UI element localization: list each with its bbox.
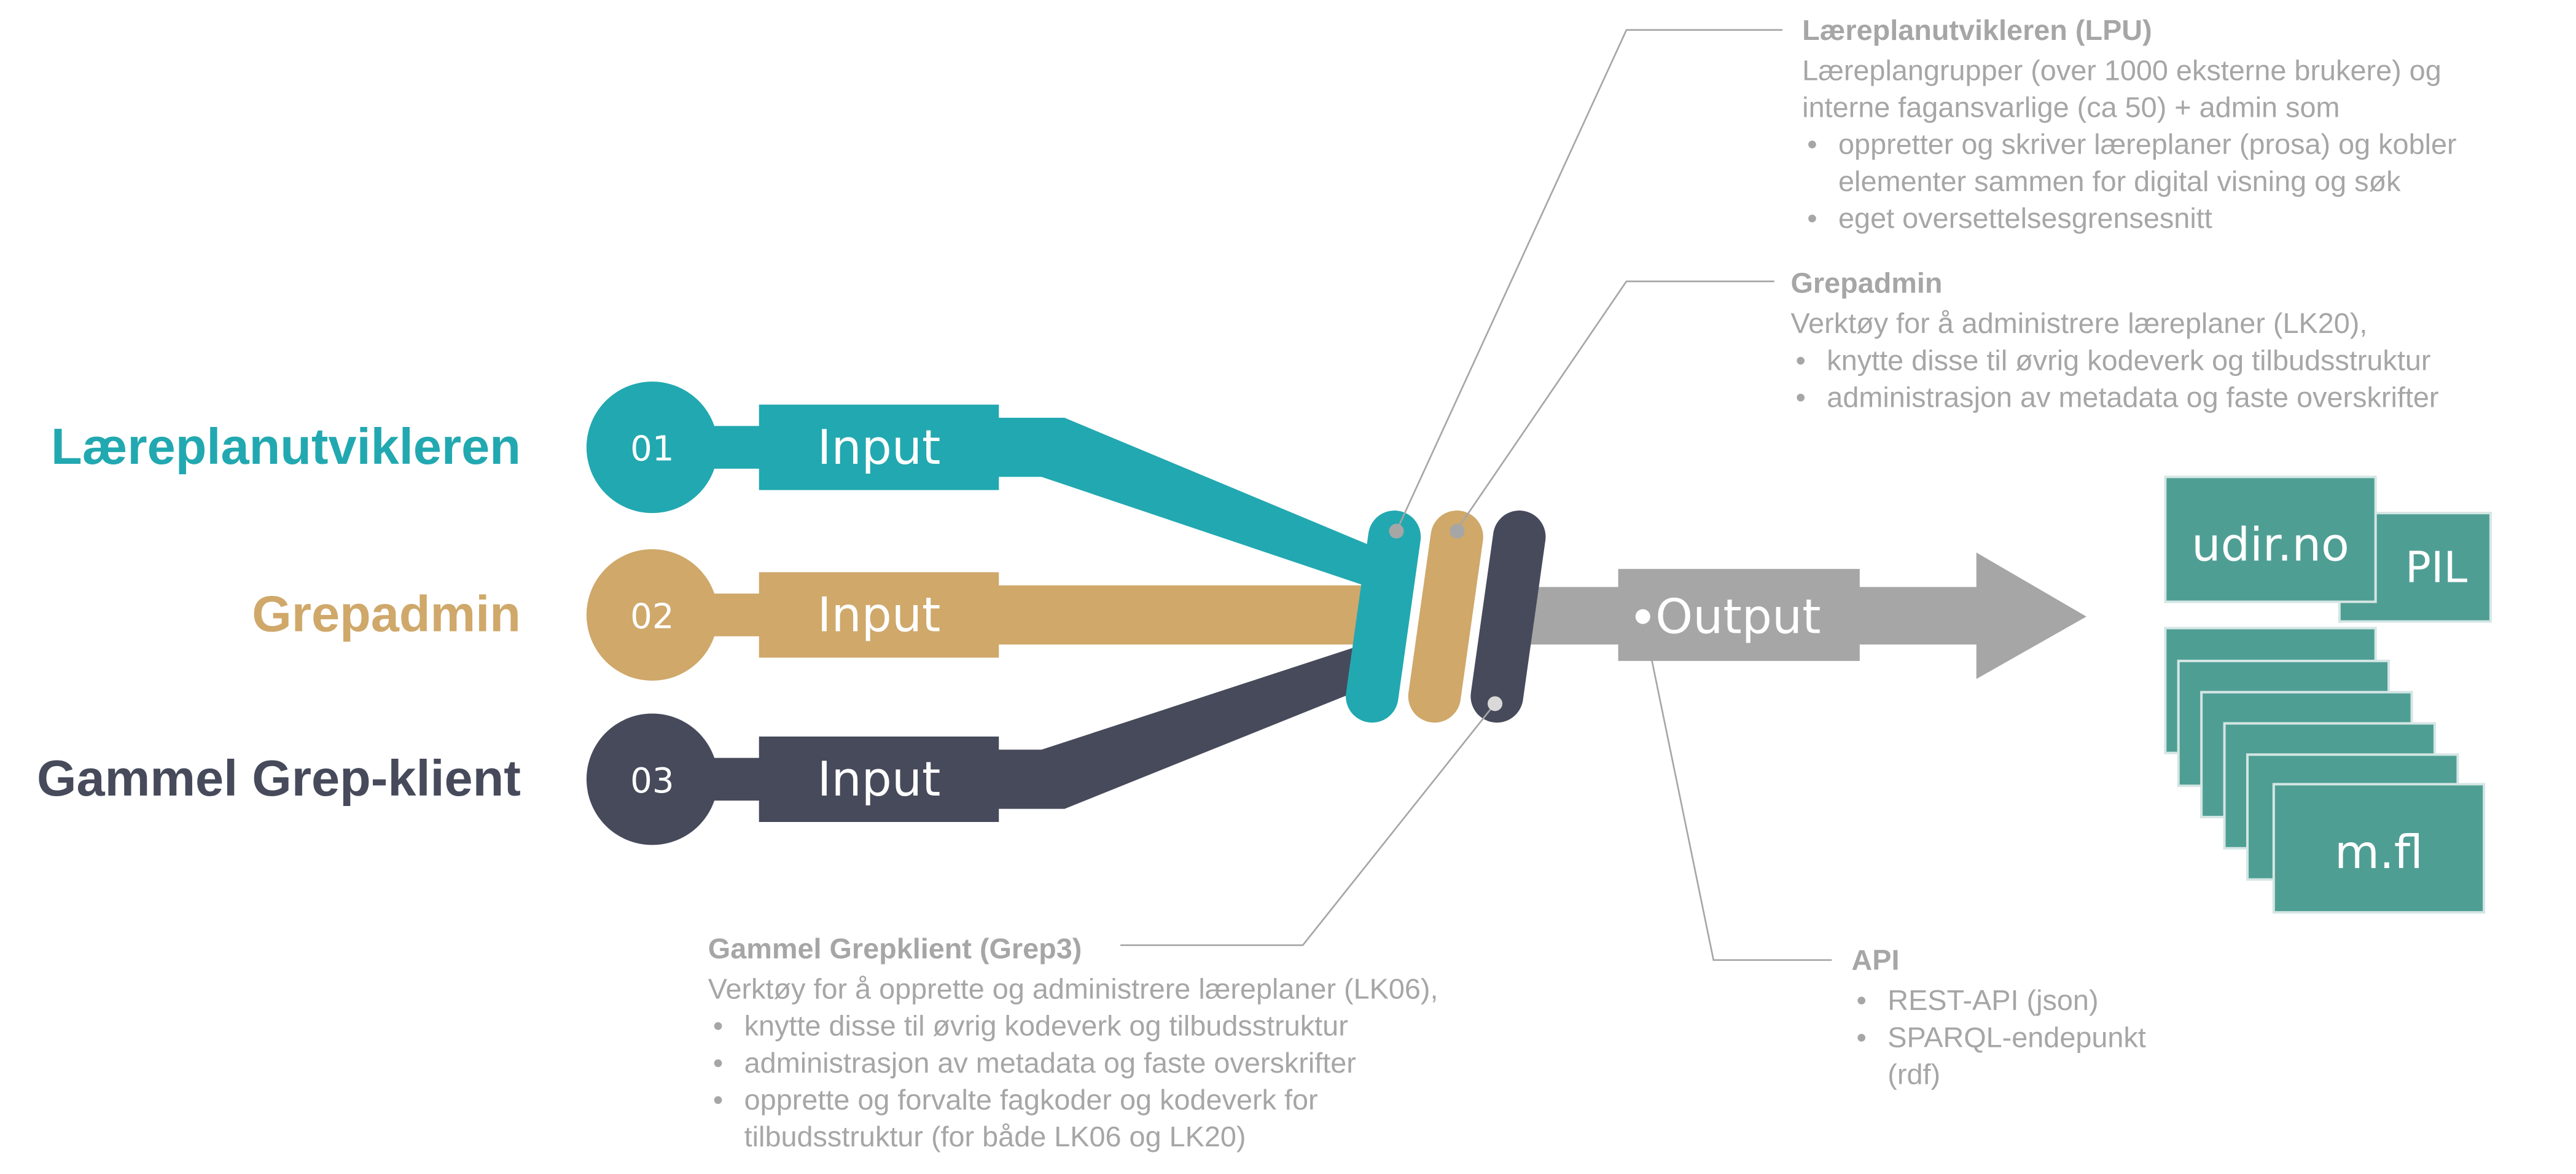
annotation-lpu-line: interne fagansvarlige (ca 50) + admin so… [1802, 92, 2340, 123]
pipe-body-01 [759, 404, 999, 490]
ring-dark [1470, 511, 1546, 723]
source-number-02: 02 [630, 597, 674, 636]
target-box-udir [2164, 475, 2377, 603]
target-label-udir: udir.no [2192, 518, 2349, 572]
annotation-api-bullet-mark: • [1856, 1021, 1866, 1053]
target-box-mfl [2272, 783, 2486, 914]
annotation-grep3-line: Verktøy for å opprette og administrere l… [708, 973, 1438, 1005]
pipe-tan [586, 549, 1390, 681]
annotation-grep3-bullet-text: tilbudsstruktur (for både LK06 og LK20) [744, 1121, 1246, 1152]
annotation-grep3: Gammel Grepklient (Grep3) Verktøy for å o… [708, 933, 1438, 1152]
source-name-01: Læreplanutvikleren [51, 418, 521, 475]
annotation-grepadmin-bullet-mark: • [1795, 344, 1805, 376]
leader-api [1642, 616, 1832, 961]
annotation-grepadmin-bullet-text: knytte disse til øvrig kodeverk og tilbu… [1827, 344, 2430, 376]
source-number-03: 03 [630, 761, 674, 801]
leader-grepadmin [1456, 280, 1774, 530]
leader-lpu [1395, 29, 1783, 532]
annotation-grep3-bullet-text: knytte disse til øvrig kodeverk og tilbu… [744, 1010, 1348, 1042]
annotation-grep3-title: Gammel Grepklient (Grep3) [708, 933, 1082, 965]
source-circle-01 [586, 382, 718, 514]
leader-lines [1120, 29, 1832, 961]
annotation-grep3-bullet-text: administrasjon av metadata og faste over… [744, 1047, 1356, 1079]
annotation-api-bullet-text: SPARQL-endepunkt [1887, 1021, 2146, 1053]
annotation-lpu: Læreplanutvikleren (LPU) Læreplangrupper … [1802, 14, 2456, 234]
annotation-lpu-bullet-text: eget oversettelsesgrensesnitt [1838, 202, 2212, 234]
annotation-grepadmin-title: Grepadmin [1790, 267, 1942, 299]
pipe-neck-03 [690, 757, 764, 801]
pipe-branch-02 [995, 585, 1390, 645]
output-arrow [1528, 552, 2086, 679]
annotation-grepadmin-bullet-mark: • [1795, 382, 1805, 413]
source-name-02: Grepadmin [252, 585, 521, 643]
pipe-label-01: Input [818, 420, 941, 475]
annotation-api-title: API [1851, 944, 1899, 976]
pipe-branch-01 [995, 418, 1384, 592]
annotation-lpu-line: Læreplangrupper (over 1000 eksterne bruk… [1802, 54, 2441, 86]
annotation-api-bullet-text: (rdf) [1887, 1059, 1940, 1090]
ring-tan [1408, 511, 1483, 723]
targets [2164, 475, 2492, 914]
pipe-neck-01 [690, 426, 764, 469]
pipe-body-03 [759, 736, 999, 822]
leader-dots [1389, 523, 1650, 711]
pipe-body-02 [759, 572, 999, 658]
pipe-label-03: Input [818, 752, 941, 807]
annotation-lpu-bullet-mark: • [1807, 128, 1817, 160]
dot-output [1635, 609, 1650, 624]
pipe-dark [586, 638, 1384, 845]
target-label-mfl: m.fl [2335, 825, 2423, 879]
annotation-grep3-bullet-mark: • [713, 1084, 723, 1116]
connector-rings [1346, 511, 1546, 723]
annotation-api-bullet-mark: • [1856, 984, 1866, 1016]
source-number-01: 01 [630, 429, 674, 469]
target-label-pil: PIL [2405, 542, 2467, 592]
ring-teal [1346, 511, 1421, 723]
pipe-branch-03 [995, 638, 1384, 809]
annotation-lpu-title: Læreplanutvikleren (LPU) [1802, 14, 2152, 46]
annotation-api: API • REST-API (json) • SPARQL-endepunkt (rdf… [1851, 944, 2145, 1090]
pipe-teal [586, 382, 1384, 592]
annotation-api-bullet-text: REST-API (json) [1887, 984, 2098, 1016]
output-label: Output [1655, 589, 1821, 644]
source-circle-03 [586, 713, 718, 845]
source-circle-02 [586, 549, 718, 681]
annotation-grep3-bullet-mark: • [713, 1010, 723, 1042]
annotation-grep3-bullet-mark: • [713, 1047, 723, 1079]
dot-grep3 [1487, 696, 1503, 711]
annotation-lpu-bullet-text: elementer sammen for digital visning og … [1838, 165, 2401, 197]
annotation-lpu-bullet-mark: • [1807, 202, 1817, 234]
pipe-label-02: Input [818, 588, 941, 643]
dot-lpu [1389, 523, 1404, 539]
leader-grep3 [1120, 703, 1496, 946]
pipe-neck-02 [690, 593, 764, 636]
annotation-grepadmin-line: Verktøy for å administrere læreplaner (L… [1790, 307, 2367, 339]
annotation-grep3-bullet-text: opprette og forvalte fagkoder og kodever… [744, 1084, 1318, 1116]
annotation-lpu-bullet-text: oppretter og skriver læreplaner (prosa) … [1838, 128, 2457, 160]
output-arrow-shaft [1528, 552, 2086, 679]
source-name-03: Gammel Grep-klient [37, 749, 521, 807]
annotation-grepadmin-bullet-text: administrasjon av metadata og faste over… [1827, 382, 2438, 413]
dot-grepadmin [1450, 523, 1465, 539]
